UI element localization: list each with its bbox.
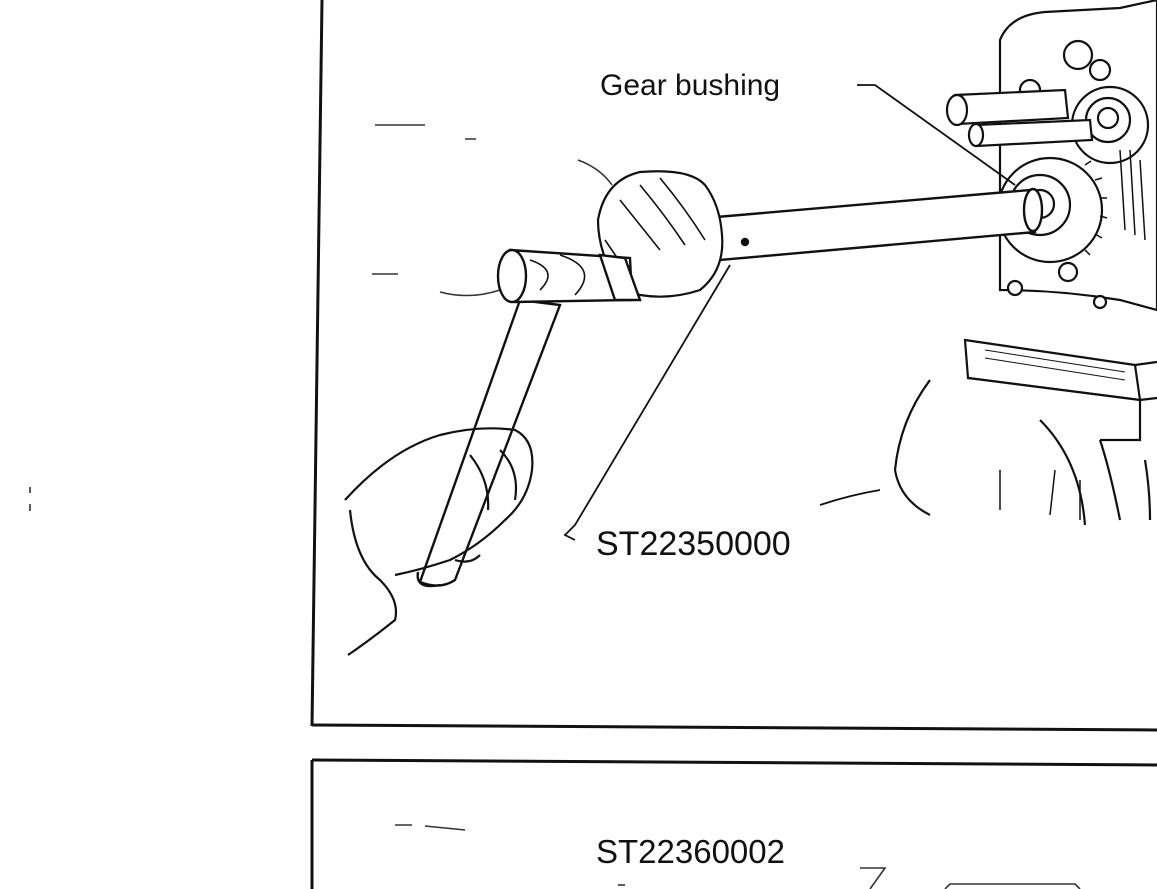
bottom-figure: ST22360002 xyxy=(310,758,1157,889)
bottom-sketch xyxy=(395,824,1081,889)
top-figure-frame xyxy=(310,0,1157,732)
bottom-tool-label: ST22360002 xyxy=(596,833,785,870)
hand-holding-hammer xyxy=(344,427,534,656)
vise xyxy=(893,338,1157,526)
top-figure: Gear bushing ST22350000 xyxy=(310,0,1157,732)
bottom-figure-frame xyxy=(310,758,1157,889)
vise-leader xyxy=(819,489,881,506)
sketch-dashes xyxy=(372,124,613,297)
drift-tool xyxy=(703,187,1044,262)
hammer xyxy=(416,248,642,588)
gear-bushing-label: Gear bushing xyxy=(600,69,780,102)
drift-tool-label: ST22350000 xyxy=(596,525,791,563)
gear-bushing-leader xyxy=(857,84,1016,186)
gear-housing xyxy=(945,0,1157,312)
drift-leader xyxy=(563,264,731,541)
leader-lines xyxy=(563,84,1016,541)
